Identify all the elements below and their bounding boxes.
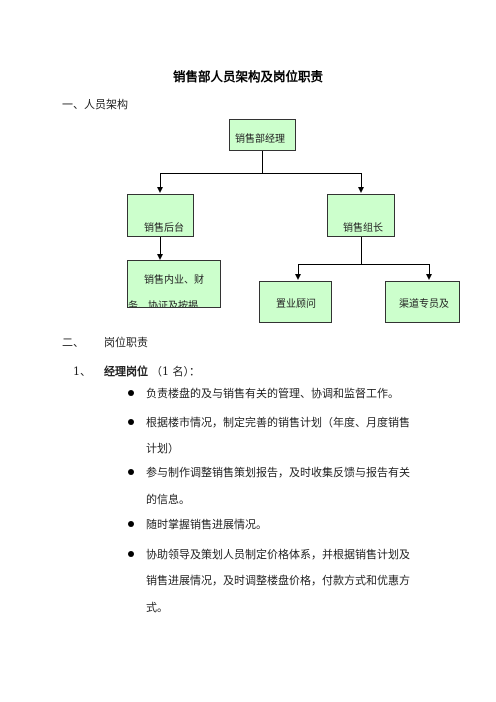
item-count: （1 名）：: [151, 365, 200, 378]
connector-back-office-down: [160, 237, 161, 254]
bullet-icon: [128, 551, 134, 557]
arrow-down-icon: [157, 254, 163, 260]
connector-to-team-lead: [361, 173, 362, 187]
org-node-back-office-staff-line1: 销售内业、财: [144, 275, 204, 286]
list-item: 负责楼盘的及与销售有关的管理、协调和监督工作。: [146, 387, 399, 400]
bullet-icon: [128, 521, 134, 527]
org-node-back-office-staff: 销售内业、财 务、协证及按揭: [127, 260, 221, 308]
item-title: 经理岗位: [104, 365, 148, 378]
org-node-back-office: 销售后台: [127, 194, 194, 237]
section-heading-duties-number: 二、: [62, 336, 84, 349]
list-item: 协助领导及策划人员制定价格体系，并根据销售计划及: [146, 548, 410, 561]
list-item: 根据楼市情况，制定完善的销售计划（年度、月度销售: [146, 416, 410, 429]
connector-to-consultant: [298, 264, 299, 274]
arrow-down-icon: [157, 187, 163, 193]
org-node-team-lead: 销售组长: [327, 194, 395, 237]
arrow-down-icon: [295, 274, 301, 280]
connector-manager-down: [262, 151, 263, 174]
section-heading-duties: 岗位职责: [104, 336, 148, 349]
item-number: 1、: [73, 365, 91, 378]
page-title: 销售部人员架构及岗位职责: [172, 69, 323, 84]
org-node-back-office-label: 销售后台: [144, 223, 184, 234]
org-node-manager: 销售部经理: [229, 119, 296, 151]
connector-to-channel: [429, 264, 430, 274]
arrow-down-icon: [426, 274, 432, 280]
connector-to-back-office: [160, 173, 161, 187]
connector-horizontal-level2: [298, 264, 429, 265]
list-item-continuation: 销售进展情况，及时调整楼盘价格，付款方式和优惠方: [146, 574, 410, 587]
arrow-down-icon: [358, 187, 364, 193]
org-node-manager-label: 销售部经理: [235, 134, 285, 145]
bullet-icon: [128, 390, 134, 396]
bullet-icon: [128, 469, 134, 475]
list-item: 随时掌握销售进展情况。: [146, 518, 267, 531]
org-node-back-office-staff-line2: 务、协证及按揭: [128, 301, 198, 308]
section-heading-structure: 一、人员架构: [62, 98, 128, 111]
list-item-continuation: 的信息。: [146, 493, 190, 506]
list-item-continuation: 式。: [146, 601, 168, 614]
list-item-continuation: 计划）: [146, 442, 179, 455]
connector-team-lead-down: [361, 237, 362, 264]
org-node-consultant-label: 置业顾问: [276, 299, 316, 310]
org-node-channel-label: 渠道专员及: [399, 299, 449, 310]
connector-horizontal-level1: [160, 173, 362, 174]
bullet-icon: [128, 419, 134, 425]
org-node-team-lead-label: 销售组长: [343, 223, 383, 234]
list-item: 参与制作调整销售策划报告，及时收集反馈与报告有关: [146, 466, 410, 479]
org-node-channel: 渠道专员及: [385, 281, 460, 323]
org-node-consultant: 置业顾问: [259, 281, 332, 323]
